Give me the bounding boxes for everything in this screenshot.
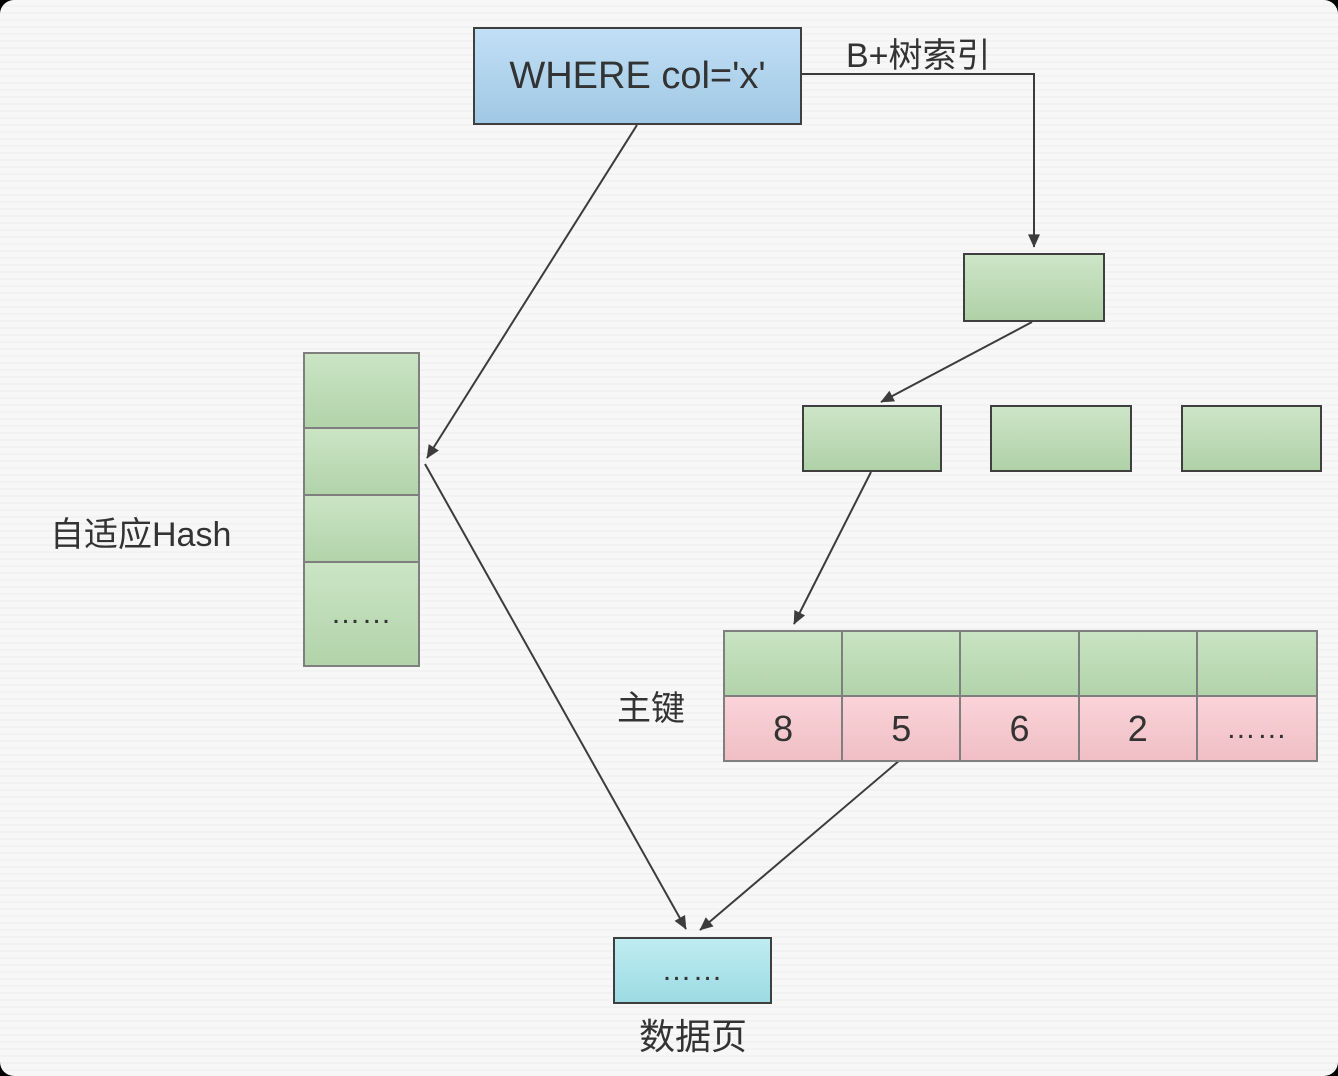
pk-key-cell xyxy=(1079,632,1198,695)
btree-child-node-3 xyxy=(1181,405,1322,472)
data-page-box: …… xyxy=(613,937,772,1004)
pk-value-cell: 8 xyxy=(725,695,844,760)
pk-key-cell xyxy=(961,632,1080,695)
hash-bucket-cell xyxy=(305,354,418,427)
pk-key-cell xyxy=(725,632,844,695)
btree-root-node xyxy=(963,253,1105,322)
btree-child-node-1 xyxy=(802,405,942,472)
arrow-child-to-pk-table xyxy=(793,471,872,625)
query-box-label: WHERE col='x' xyxy=(509,54,766,97)
btree-child-node-2 xyxy=(990,405,1132,472)
data-page-ellipsis: …… xyxy=(661,953,724,987)
adaptive-hash-label: 自适应Hash xyxy=(50,516,232,554)
pk-table-value-row: 8 5 6 2 …… xyxy=(725,695,1316,760)
btree-index-label: B+树索引 xyxy=(846,37,991,75)
adaptive-hash-stack: …… xyxy=(303,352,420,667)
hash-bucket-cell xyxy=(305,427,418,494)
pk-value-cell: 6 xyxy=(961,695,1080,760)
data-page-label: 数据页 xyxy=(639,1016,748,1057)
arrow-query-to-btree-root xyxy=(802,73,1040,248)
pk-value-cell: 2 xyxy=(1079,695,1198,760)
pk-value-cell: 5 xyxy=(843,695,962,760)
primary-key-label: 主键 xyxy=(617,690,685,728)
hash-bucket-cell-ellipsis: …… xyxy=(305,561,418,665)
primary-key-table: 8 5 6 2 …… xyxy=(723,630,1318,762)
pk-key-cell xyxy=(1197,632,1316,695)
pk-key-cell xyxy=(843,632,962,695)
hash-bucket-cell xyxy=(305,494,418,561)
query-box: WHERE col='x' xyxy=(473,27,802,125)
arrow-root-to-child xyxy=(880,321,1033,403)
arrow-pk-table-to-data-page xyxy=(699,759,901,931)
pk-value-cell-ellipsis: …… xyxy=(1197,695,1316,760)
pk-table-key-row xyxy=(725,632,1316,695)
arrow-query-to-hash xyxy=(426,124,638,459)
